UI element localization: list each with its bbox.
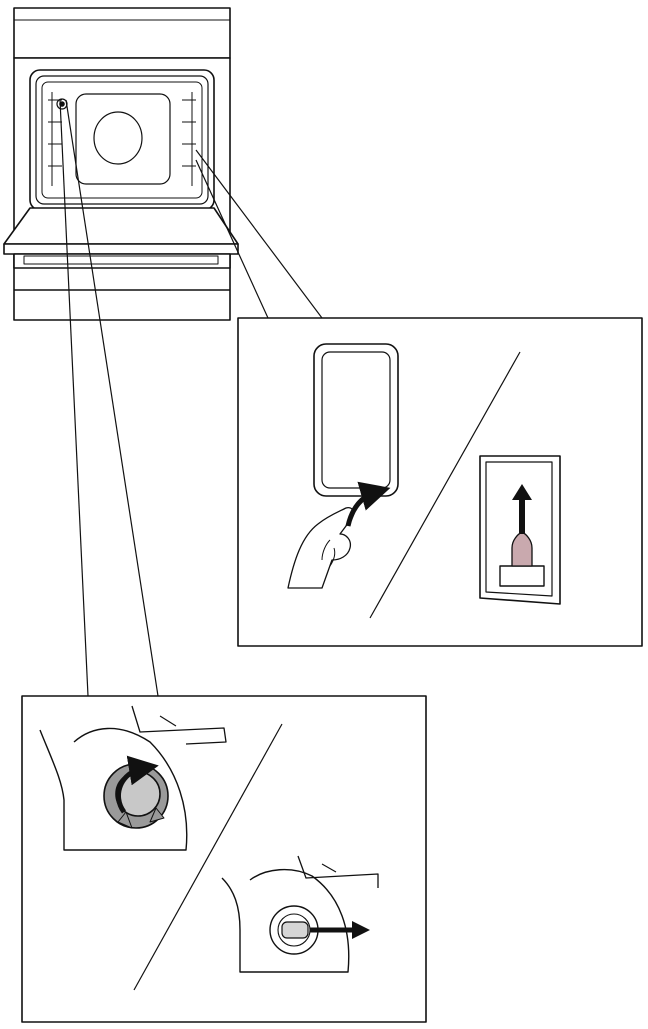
oven-front-icon <box>3 7 239 321</box>
curved-arrow-icon <box>345 481 391 527</box>
rear-lamp-detail-panel <box>21 695 427 1023</box>
glass-lamp-cover-icon <box>313 343 399 497</box>
rotate-arrow-icon <box>116 755 159 814</box>
rear-lamp-bulb-icon <box>221 855 379 973</box>
callout-lines <box>59 99 323 697</box>
arrow-right-icon <box>310 921 370 939</box>
side-lamp-detail-panel <box>237 317 643 647</box>
arrow-up-icon <box>512 484 532 534</box>
